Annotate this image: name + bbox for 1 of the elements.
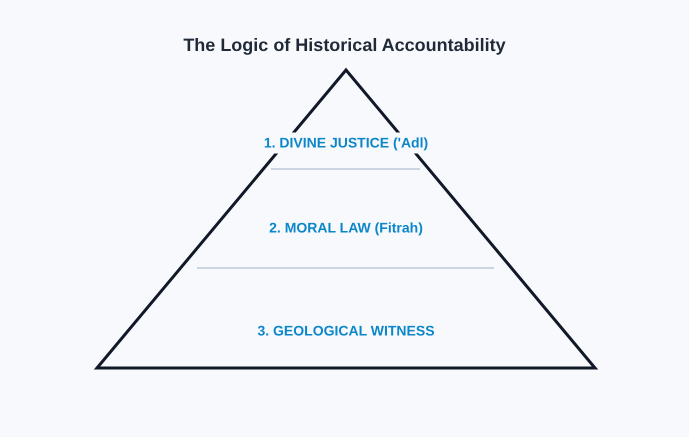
diagram-title: The Logic of Historical Accountability (183, 34, 506, 57)
